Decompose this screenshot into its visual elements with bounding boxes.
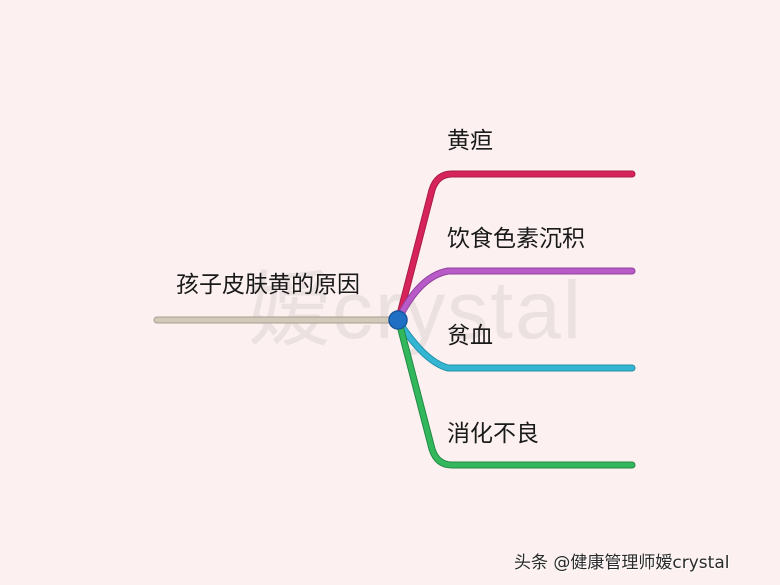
branch-topic-jaundice[interactable]: 黄疸 <box>447 128 493 154</box>
branch-topic-anemia[interactable]: 贫血 <box>447 323 493 349</box>
branch-topic-indigestion[interactable]: 消化不良 <box>447 421 539 447</box>
root-topic[interactable]: 孩子皮肤黄的原因 <box>176 272 360 298</box>
author-credit: 头条 @健康管理师嫒crystal <box>514 553 730 573</box>
branch-topic-pigment[interactable]: 饮食色素沉积 <box>447 226 585 252</box>
center-node[interactable] <box>388 310 408 330</box>
